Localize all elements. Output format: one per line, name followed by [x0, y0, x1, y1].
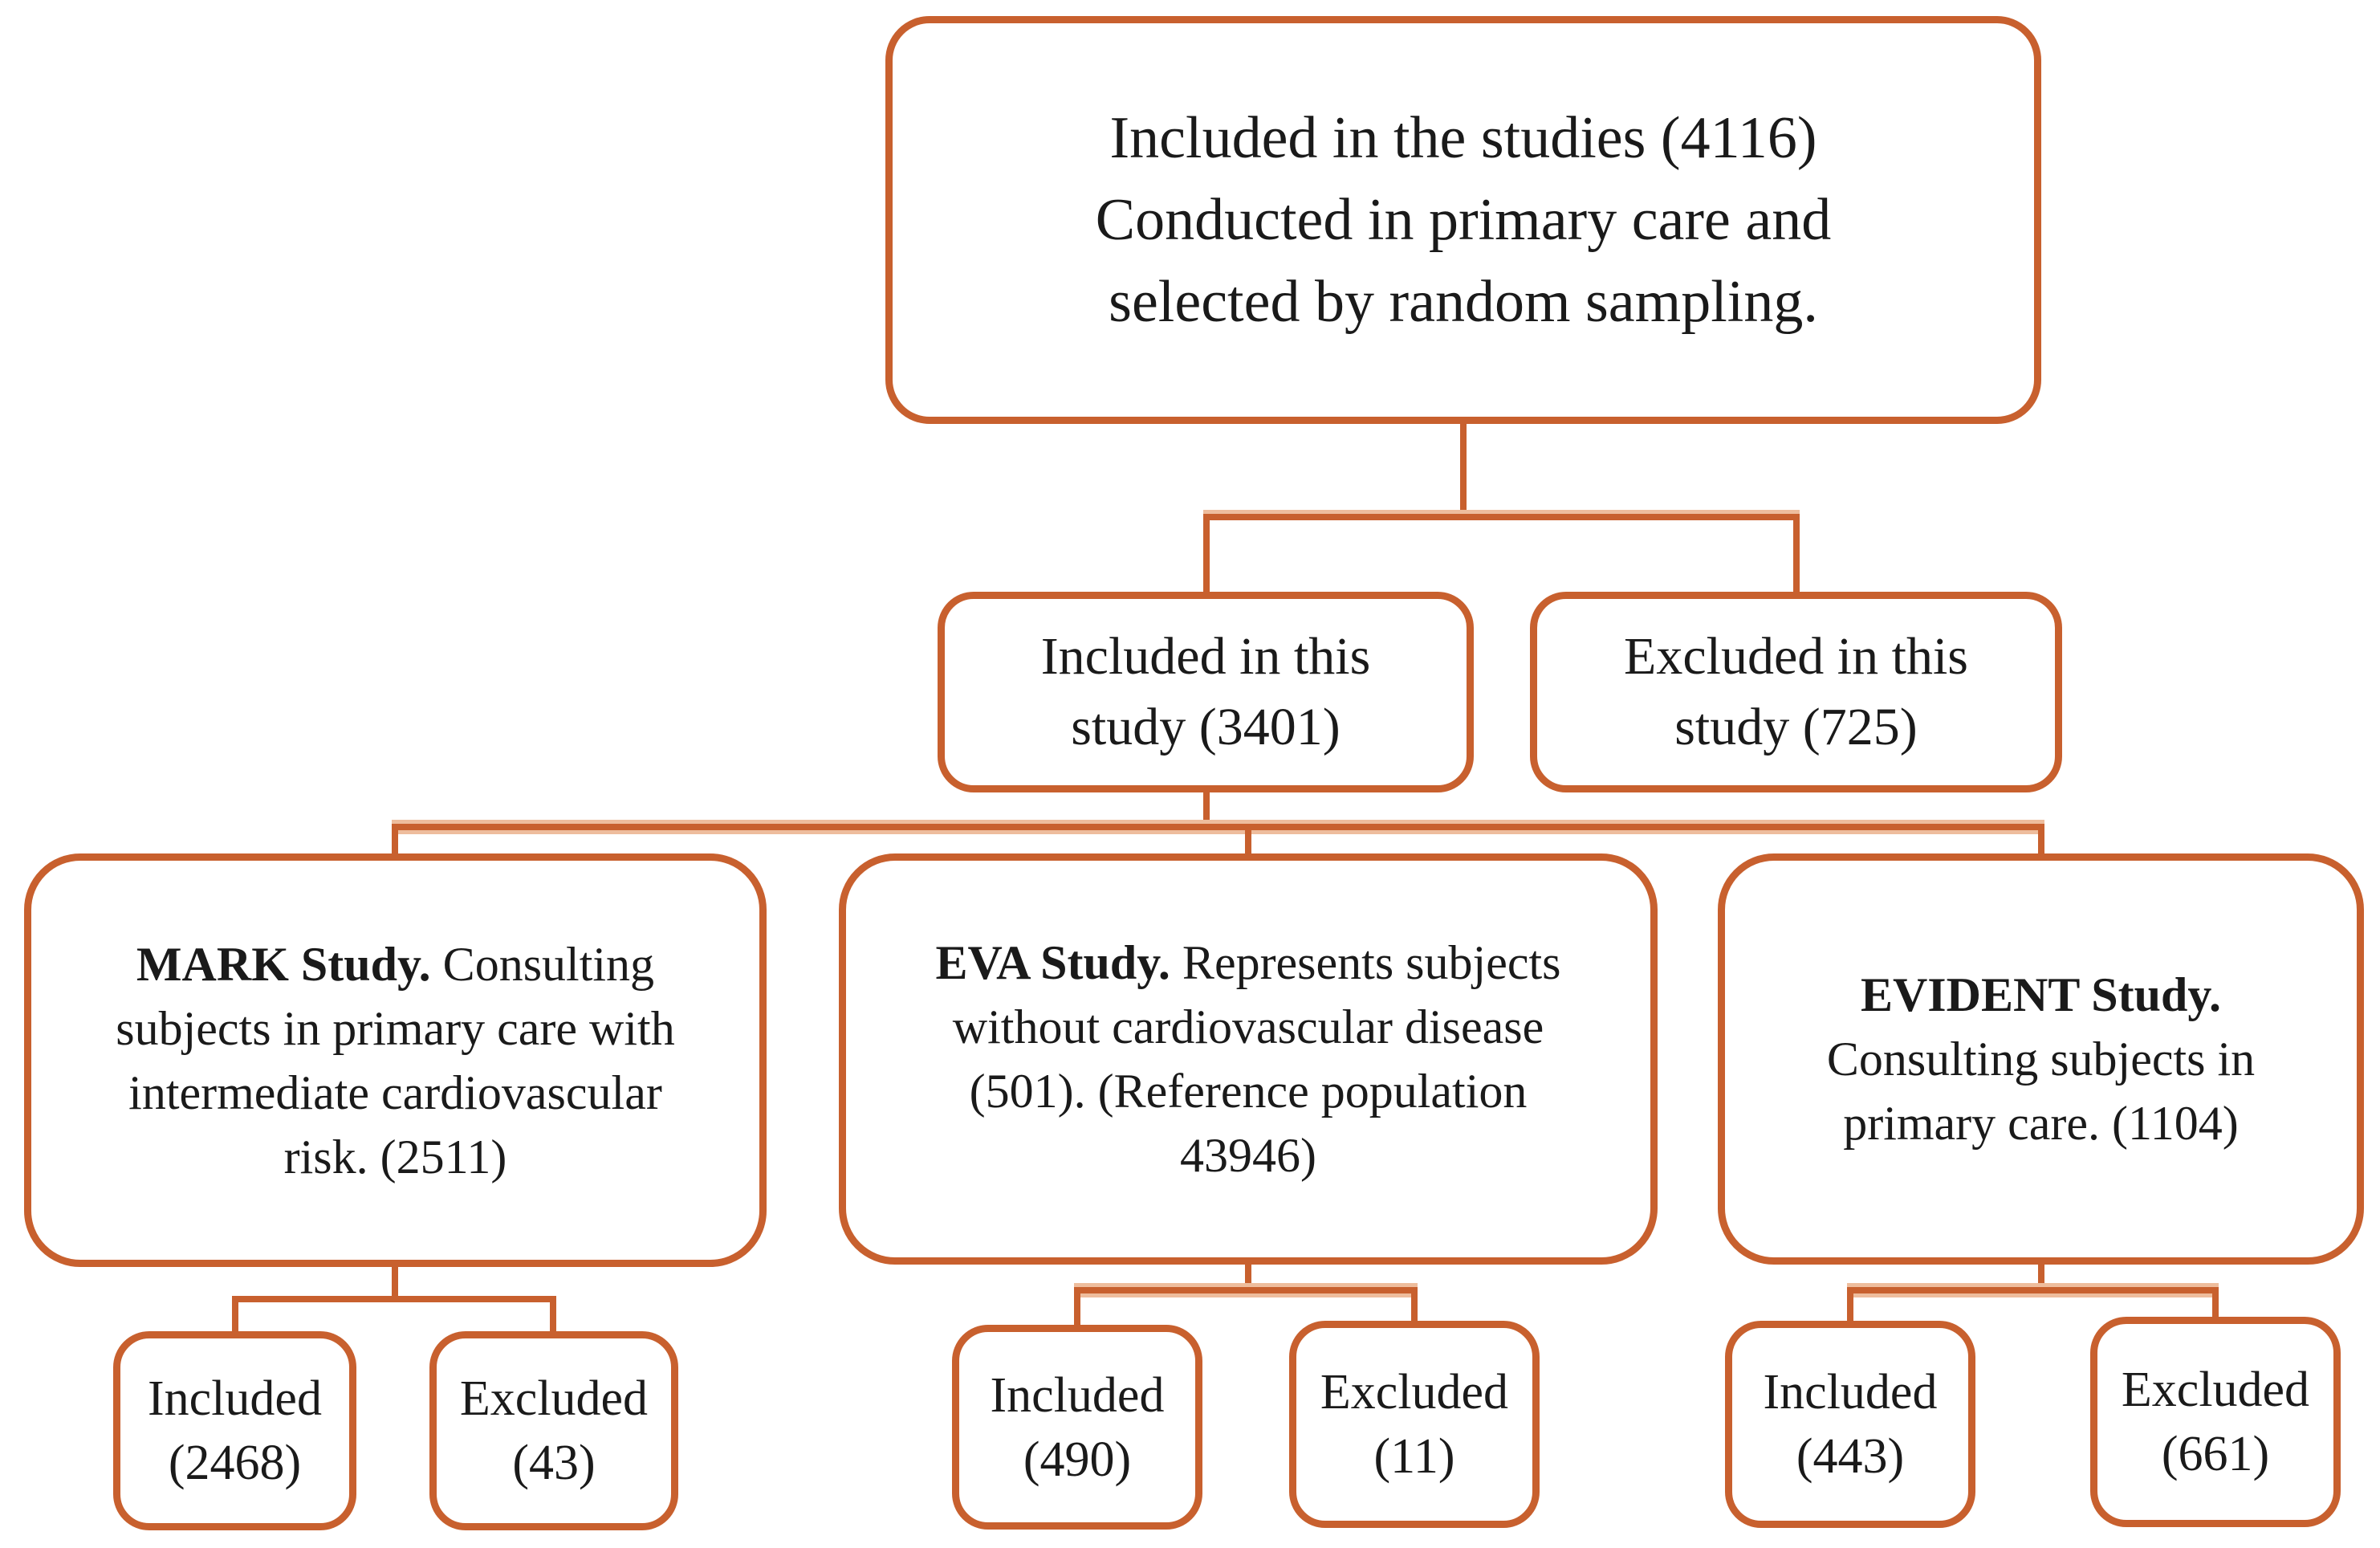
- count-line: (11): [1373, 1429, 1455, 1484]
- count-line: (443): [1796, 1429, 1905, 1484]
- study-name: EVIDENT Study.: [1860, 968, 2222, 1021]
- mark-study-box: MARK Study. Consulting subjects in prima…: [24, 853, 767, 1267]
- study-desc-line: EVA Study. Represents subjects: [936, 931, 1561, 995]
- study-desc-line: 43946): [1180, 1129, 1316, 1182]
- count-line: (490): [1023, 1432, 1132, 1487]
- count-line: Included: [148, 1371, 322, 1426]
- mark-included-box: Included (2468): [113, 1331, 356, 1530]
- study-desc-line: MARK Study. Consulting: [136, 932, 654, 996]
- study-desc-line: Consulting subjects in: [1826, 1033, 2256, 1086]
- count-line: Excluded: [459, 1371, 649, 1426]
- branch-label-line: study (725): [1674, 698, 1918, 756]
- connector-drop-excluded-branch: [1793, 514, 1800, 594]
- study-name: EVA Study.: [935, 936, 1170, 989]
- connector-drop-mark-excluded: [550, 1296, 556, 1334]
- study-desc-line: subjects in primary care with: [116, 1001, 675, 1055]
- connector-drop-evident-included: [1847, 1287, 1853, 1324]
- count-line: Included: [1763, 1365, 1938, 1420]
- connector-evident-stem: [2038, 1262, 2044, 1293]
- root-box-line: Included in the studies (4116): [1109, 105, 1817, 171]
- study-desc-line: intermediate cardiovascular: [128, 1065, 662, 1119]
- evident-included-box: Included (443): [1725, 1321, 1975, 1528]
- connector-root-stem: [1460, 424, 1467, 519]
- connector-drop-evident-excluded: [2212, 1287, 2219, 1320]
- study-desc-line: EVIDENT Study.: [1861, 963, 2221, 1027]
- root-box: Included in the studies (4116) Conducted…: [885, 16, 2041, 424]
- connector-eva-hline: [1074, 1287, 1418, 1293]
- connector-drop-included-branch: [1203, 514, 1210, 594]
- study-desc-rest: Consulting: [430, 937, 655, 991]
- study-desc-rest: Represents subjects: [1170, 936, 1561, 989]
- count-line: (43): [512, 1436, 596, 1490]
- study-desc-line: risk. (2511): [283, 1130, 507, 1183]
- study-desc-line: primary care. (1104): [1843, 1097, 2239, 1150]
- study-desc-line: without cardiovascular disease: [952, 1000, 1544, 1053]
- study-desc-line: (501). (Reference population: [969, 1065, 1528, 1118]
- eva-included-box: Included (490): [952, 1325, 1202, 1530]
- connector-mark-hline: [232, 1296, 555, 1302]
- evident-study-box: EVIDENT Study. Consulting subjects in pr…: [1718, 853, 2364, 1265]
- connector-drop-mark-included: [232, 1296, 238, 1334]
- connector-evident-hline: [1847, 1287, 2219, 1293]
- eva-study-box: EVA Study. Represents subjects without c…: [839, 853, 1658, 1265]
- connector-drop-eva: [1245, 824, 1251, 856]
- evident-excluded-box: Excluded (661): [2090, 1317, 2341, 1527]
- count-line: Excluded: [1320, 1365, 1509, 1420]
- root-box-line: Conducted in primary care and: [1095, 187, 1832, 253]
- connector-drop-eva-included: [1074, 1287, 1080, 1328]
- eva-excluded-box: Excluded (11): [1289, 1321, 1540, 1528]
- connector-eva-stem: [1245, 1262, 1251, 1293]
- excluded-branch-box: Excluded in this study (725): [1530, 592, 2062, 792]
- branch-label-line: Included in this: [1040, 627, 1371, 686]
- included-branch-box: Included in this study (3401): [938, 592, 1474, 792]
- mark-excluded-box: Excluded (43): [429, 1331, 678, 1530]
- connector-drop-evident: [2038, 824, 2044, 856]
- connector-level2-hline: [1203, 514, 1800, 520]
- connector-drop-mark: [392, 824, 398, 856]
- count-line: Included: [990, 1367, 1165, 1423]
- count-line: (661): [2161, 1427, 2270, 1481]
- connector-included-branch-stem: [1203, 791, 1210, 827]
- connector-drop-eva-excluded: [1411, 1287, 1418, 1324]
- connector-level3-hline: [392, 824, 2044, 830]
- count-line: Excluded: [2121, 1363, 2310, 1417]
- root-box-line: selected by random sampling.: [1109, 269, 1818, 335]
- count-line: (2468): [168, 1436, 302, 1490]
- connector-mark-stem: [392, 1265, 398, 1302]
- study-name: MARK Study.: [136, 937, 431, 991]
- branch-label-line: study (3401): [1071, 698, 1341, 756]
- branch-label-line: Excluded in this: [1624, 627, 1968, 686]
